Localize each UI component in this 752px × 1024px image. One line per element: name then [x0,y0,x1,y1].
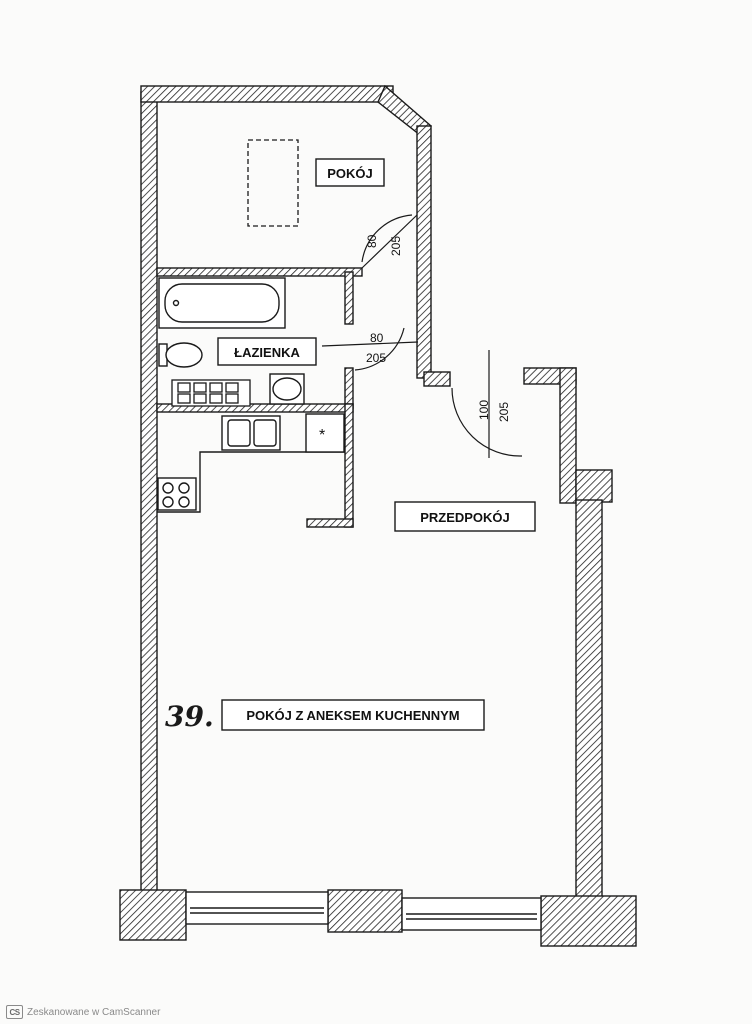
door-entrance-width: 100 [477,400,491,420]
radiator-grid [171,379,251,407]
door-bathroom [321,327,419,371]
door-bathroom-height: 205 [366,351,386,365]
handwritten-number: 39. [165,700,214,733]
wall-bottom-right [540,895,637,947]
wall-right-upper [416,125,432,379]
kitchen-sink [221,415,281,451]
label-lazienka: ŁAZIENKA [234,345,300,360]
label-pokoj: POKÓJ [327,166,373,181]
window-right [401,897,542,931]
bathtub [158,277,286,329]
wall-right-lower [559,367,577,504]
wall-kitchen-stub [306,518,354,528]
door-pokoj-height: 205 [389,236,403,256]
fridge-symbol: * [319,427,325,444]
kitchen-counter [157,451,345,513]
wall-kitchen-partition [344,403,354,528]
label-przedpokoj: PRZEDPOKÓJ [420,510,510,525]
wall-right-step [423,371,451,387]
fridge [305,413,345,453]
scanner-footer-text: Zeskanowane w CamScanner [27,1006,161,1018]
interior-walls [156,267,363,528]
door-pokoj [361,214,418,269]
door-entrance-height: 205 [497,402,511,422]
wall-right-bottom [575,499,603,911]
wall-bottom-left [119,889,187,941]
wall-pokoj-bath [156,267,363,277]
wall-bottom-middle [327,889,403,933]
door-bathroom-width: 80 [370,331,384,345]
label-lazienka-box: ŁAZIENKA [217,337,317,366]
door-entrance [451,350,523,458]
wall-top [140,85,394,103]
wall-bath-right-b [344,367,354,409]
door-pokoj-width: 80 [365,234,379,248]
exterior-walls [119,84,637,947]
wall-right-pilaster [575,469,613,503]
cooktop [157,477,197,511]
window-left [185,891,329,925]
scanner-footer: CS Zeskanowane w CamScanner [6,1004,160,1020]
label-pokoj-box: POKÓJ [315,158,385,187]
camscanner-logo: CS [6,1005,23,1019]
label-pokoj-aneks: POKÓJ Z ANEKSEM KUCHENNYM [246,708,459,723]
washbasin [269,373,305,405]
toilet [158,342,203,368]
bed-outline [247,139,299,227]
wall-bath-right-a [344,271,354,325]
wall-left [140,91,158,911]
label-przedpokoj-box: PRZEDPOKÓJ [394,501,536,532]
label-pokoj-aneks-box: POKÓJ Z ANEKSEM KUCHENNYM [221,699,485,731]
